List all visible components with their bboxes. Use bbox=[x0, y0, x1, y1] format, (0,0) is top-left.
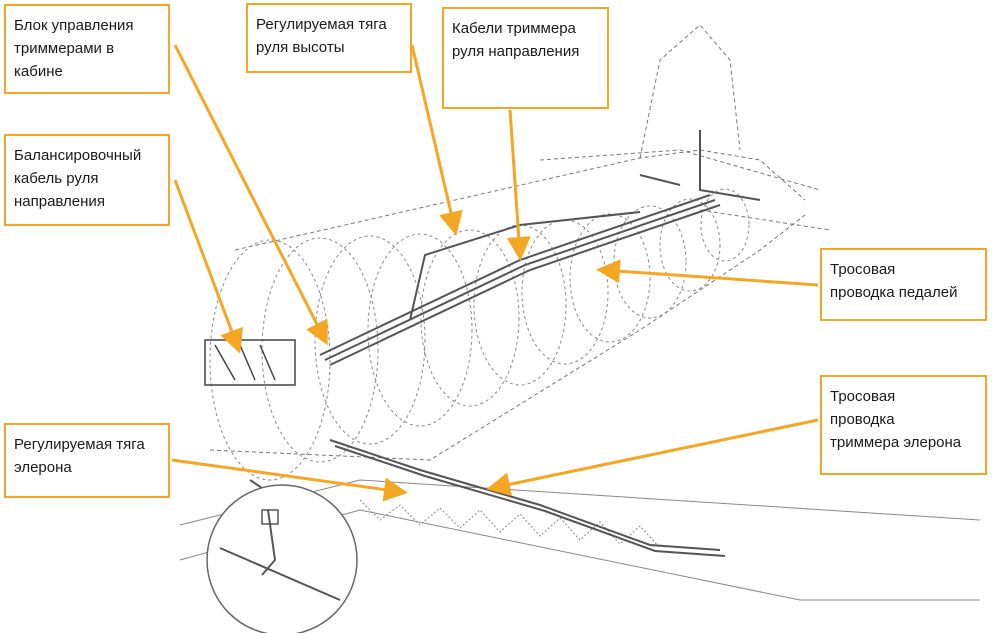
callout-line: Регулируемая тяга bbox=[256, 16, 387, 33]
callout-line: Тросовая bbox=[830, 261, 896, 278]
callout-line: Балансировочный bbox=[14, 147, 142, 164]
callout-line: кабель руля bbox=[14, 170, 99, 187]
callout-line: Регулируемая тяга bbox=[14, 436, 145, 453]
callout-aileron-rod: Регулируемая тяга элерона bbox=[4, 423, 170, 498]
callout-elevator-rod: Регулируемая тяга руля высоты bbox=[246, 3, 412, 73]
control-rods bbox=[240, 130, 761, 557]
leader-aileron-trim-cables bbox=[486, 418, 819, 497]
callout-line: проводка bbox=[830, 411, 895, 428]
callout-line: проводка педалей bbox=[830, 284, 958, 301]
callout-line: кабине bbox=[14, 63, 63, 80]
callout-line: элерона bbox=[14, 459, 72, 476]
leader-pedal-cables bbox=[596, 259, 819, 287]
fuselage-outline bbox=[209, 24, 831, 461]
callout-line: руля высоты bbox=[256, 39, 345, 56]
callout-line: Блок управления bbox=[14, 17, 134, 34]
fuselage-frames bbox=[209, 188, 750, 481]
leader-rudder-balance-cable bbox=[173, 179, 243, 354]
leader-rudder-trim-cables bbox=[506, 109, 531, 261]
callout-line: Кабели триммера bbox=[452, 20, 576, 37]
callout-cockpit-trim-unit: Блок управления триммерами в кабине bbox=[4, 4, 170, 94]
callout-aileron-trim-cables: Тросовая проводка триммера элерона bbox=[820, 375, 987, 475]
callout-line: триммерами в bbox=[14, 40, 115, 57]
callout-line: руля направления bbox=[452, 43, 580, 60]
callout-line: направления bbox=[14, 193, 105, 210]
callout-line: триммера элерона bbox=[830, 434, 962, 451]
detail-inset bbox=[206, 484, 358, 633]
callout-pedal-cables: Тросовая проводка педалей bbox=[820, 248, 987, 321]
leader-elevator-rod bbox=[410, 44, 463, 236]
callout-rudder-trim-cables: Кабели триммера руля направления bbox=[442, 7, 609, 109]
callout-line: Тросовая bbox=[830, 388, 896, 405]
leader-cockpit-trim-unit bbox=[173, 44, 328, 346]
cockpit-trim-unit bbox=[204, 339, 296, 386]
leader-lines bbox=[171, 44, 819, 502]
leader-aileron-rod bbox=[171, 458, 408, 502]
callout-rudder-balance-cable: Балансировочный кабель руля направления bbox=[4, 134, 170, 226]
